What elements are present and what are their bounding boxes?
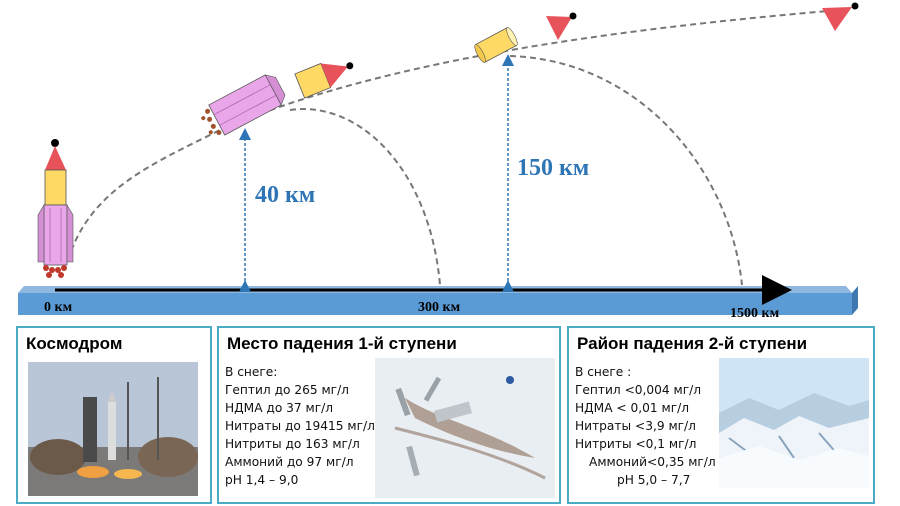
- nose-cone-icon-far: [822, 3, 859, 32]
- second-stage-line: Нитриты <0,1 мг/л: [575, 435, 696, 453]
- cosmodrome-panel: Космодром: [16, 326, 212, 504]
- height-label-150: 150 км: [517, 155, 589, 181]
- distance-label-300: 300 км: [418, 300, 461, 315]
- nose-cone-icon: [546, 13, 577, 41]
- first-stage-line: В снеге:: [225, 363, 277, 381]
- first-stage-line: Гептил до 265 мг/л: [225, 381, 349, 399]
- second-stage-line: Нитраты <3,9 мг/л: [575, 417, 696, 435]
- first-stage-line: Нитриты до 163 мг/л: [225, 435, 360, 453]
- second-stage-line: В снеге :: [575, 363, 631, 381]
- main-trajectory: [68, 10, 840, 260]
- first-stage-line: НДМА до 37 мг/л: [225, 399, 333, 417]
- second-stage-line: Аммоний<0,35 мг/л: [589, 453, 716, 471]
- first-stage-line: pH 1,4 – 9,0: [225, 471, 298, 489]
- second-stage-line: pH 5,0 – 7,7: [617, 471, 690, 489]
- first-stage-icon: [197, 71, 288, 141]
- first-stage-title: Место падения 1-й ступени: [227, 334, 457, 354]
- second-stage-panel: Район падения 2-й ступени В снеге : Гепт…: [567, 326, 875, 504]
- second-stage-line: НДМА < 0,01 мг/л: [575, 399, 689, 417]
- second-stage-title: Район падения 2-й ступени: [577, 334, 807, 354]
- rocket-on-pad-icon: [38, 139, 73, 278]
- distance-label-0: 0 км: [44, 300, 73, 315]
- distance-label-1500: 1500 км: [730, 306, 780, 321]
- cosmodrome-title: Космодром: [26, 334, 122, 354]
- crash-site-snow-photo: [375, 358, 555, 498]
- second-stage-icon: [473, 26, 519, 63]
- first-stage-line: Аммоний до 97 мг/л: [225, 453, 354, 471]
- second-stage-line: Гептил <0,004 мг/л: [575, 381, 701, 399]
- snowy-mountains-photo: [719, 358, 869, 488]
- height-label-40: 40 км: [255, 182, 315, 208]
- first-stage-line: Нитраты до 19415 мг/л: [225, 417, 375, 435]
- upper-stage-icon: [295, 52, 358, 98]
- launch-pad-photo: [28, 362, 198, 496]
- first-stage-panel: Место падения 1-й ступени В снеге: Гепти…: [217, 326, 561, 504]
